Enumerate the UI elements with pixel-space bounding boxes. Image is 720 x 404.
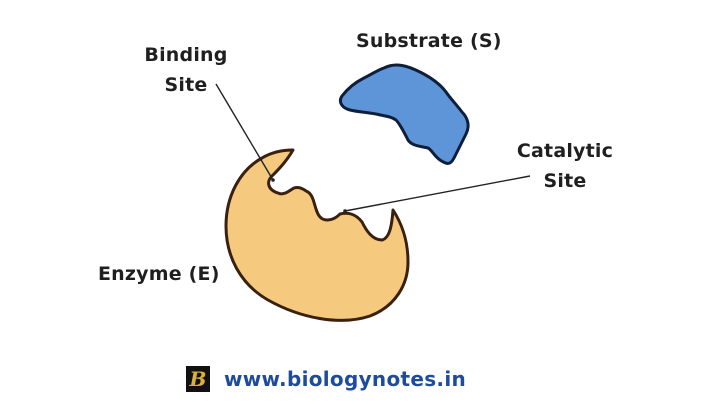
- footer-branding: B www.biologynotes.in: [186, 364, 466, 394]
- catalytic-site-label-line1: Catalytic: [516, 140, 614, 162]
- logo-letter: B: [189, 367, 207, 391]
- binding-site-pointer: [215, 83, 274, 181]
- substrate-label: Substrate (S): [356, 30, 502, 52]
- binding-site-label-line2: Site: [164, 74, 208, 96]
- website-link[interactable]: www.biologynotes.in: [224, 367, 467, 391]
- binding-site-pointer-dot: [271, 178, 275, 182]
- binding-site-label-line1: Binding: [144, 44, 228, 66]
- enzyme-shape: [224, 148, 410, 322]
- catalytic-site-label-line2: Site: [543, 170, 587, 192]
- biologynotes-logo-icon: B: [186, 366, 210, 392]
- catalytic-site-pointer-dot: [343, 209, 347, 213]
- enzyme-label: Enzyme (E): [98, 263, 220, 285]
- catalytic-site-label: Catalytic Site: [510, 136, 620, 196]
- substrate-shape: [338, 63, 470, 165]
- catalytic-site-pointer: [344, 175, 531, 212]
- binding-site-label: Binding Site: [136, 40, 236, 100]
